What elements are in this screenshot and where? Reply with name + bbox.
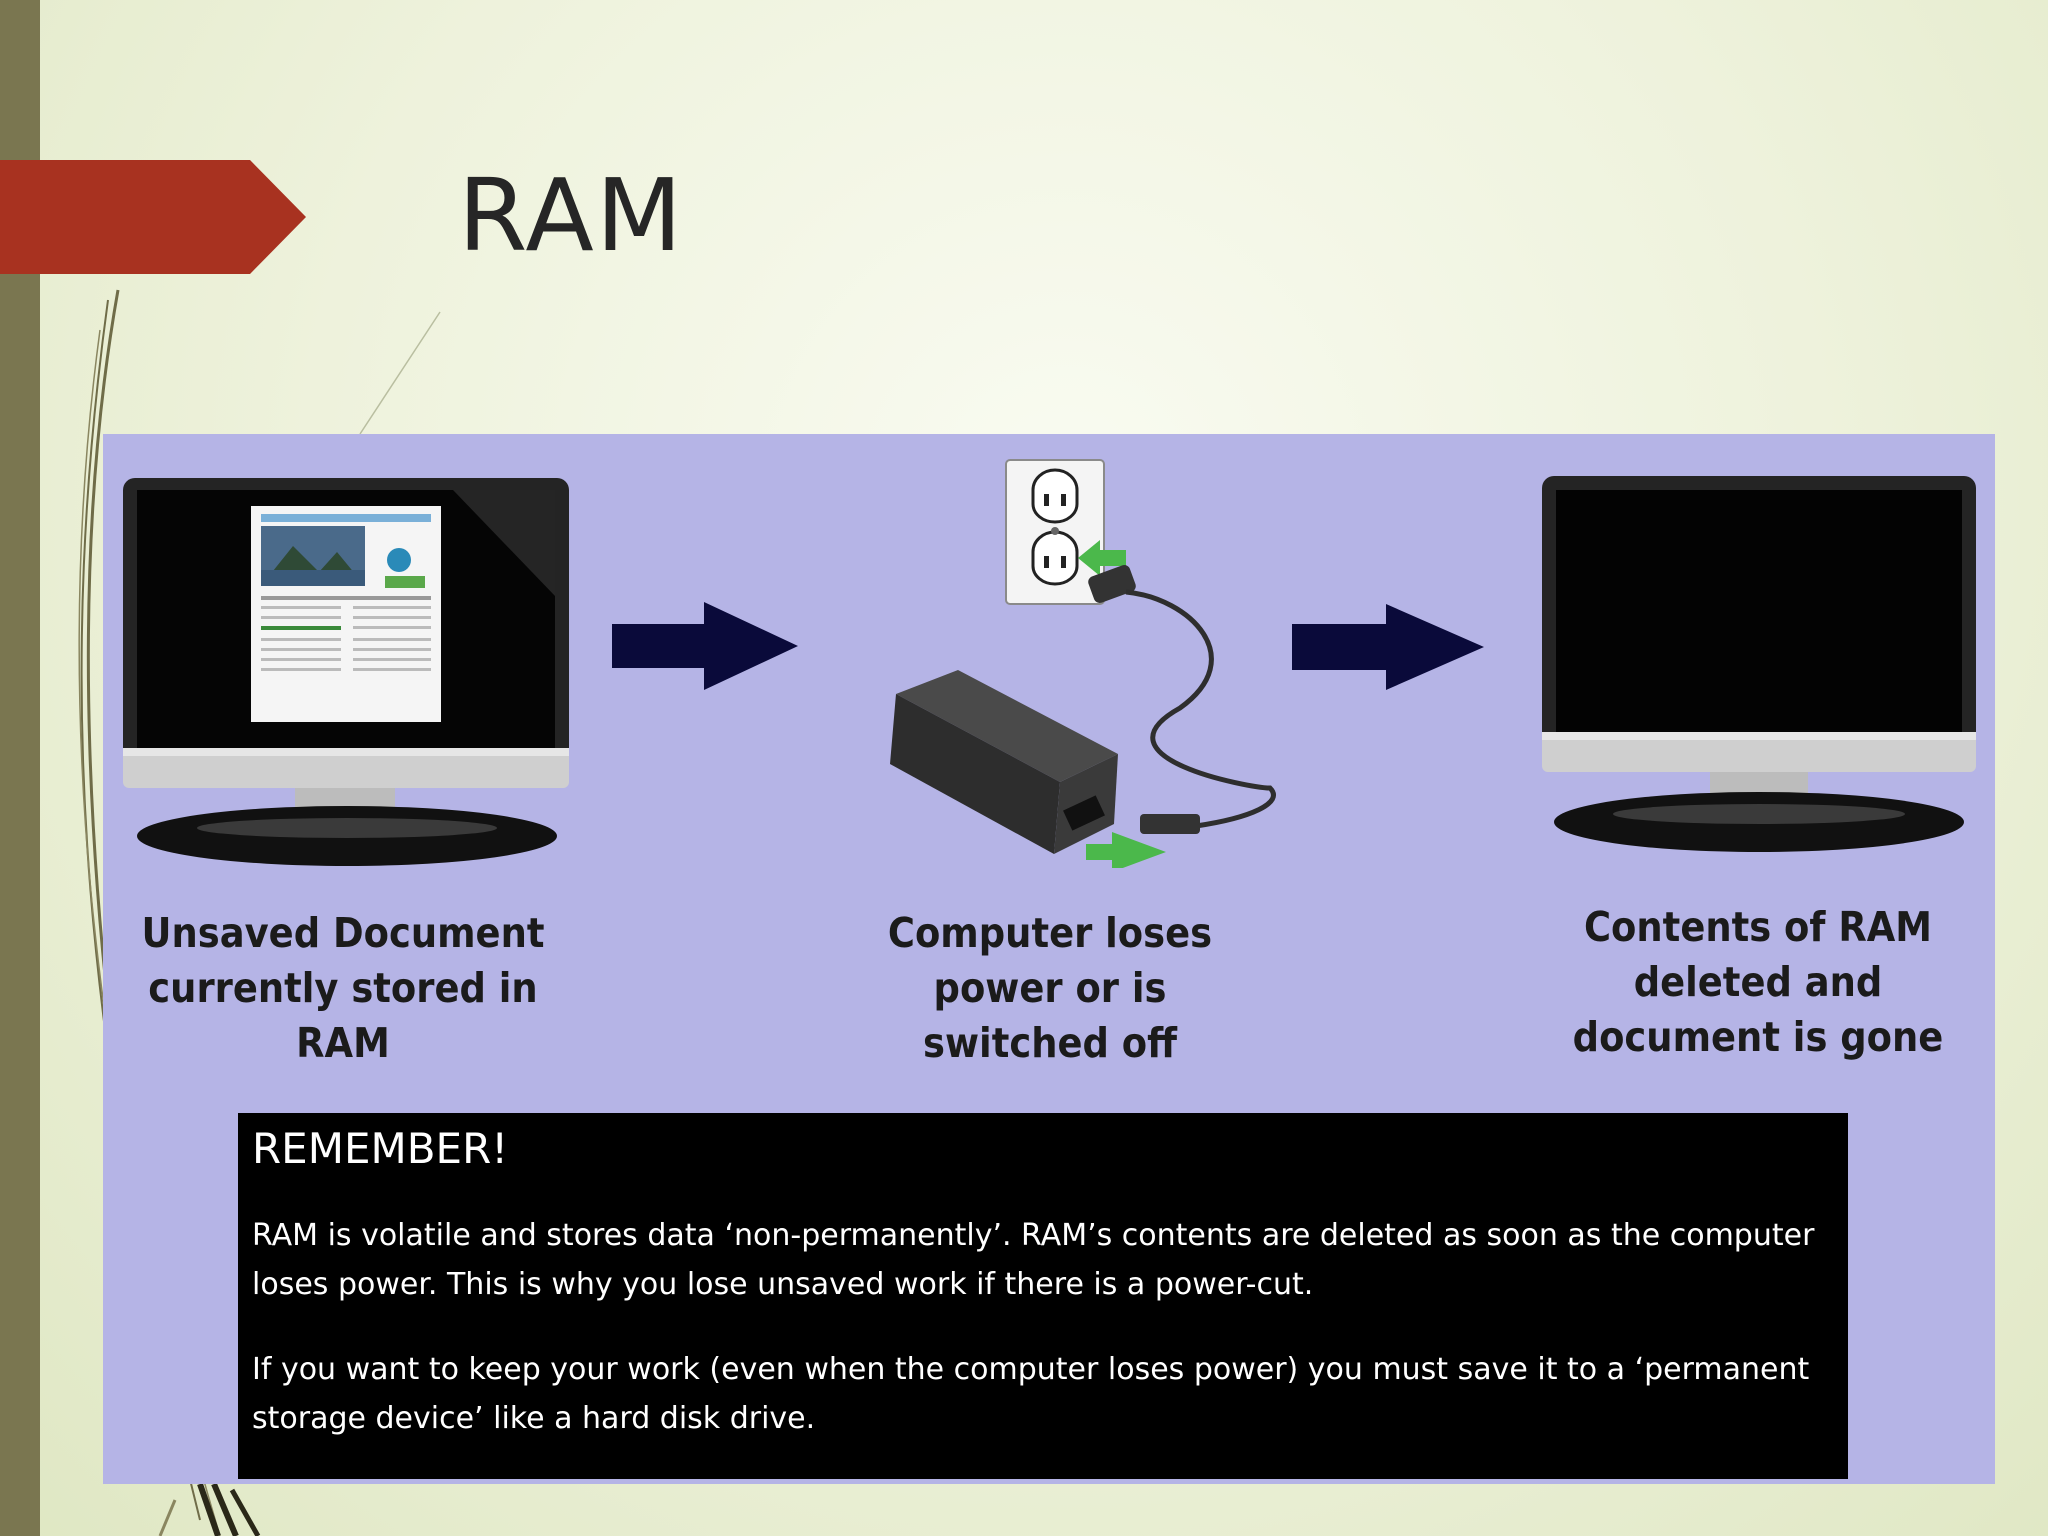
remember-heading: REMEMBER! bbox=[252, 1124, 509, 1173]
slide-title: RAM bbox=[458, 157, 685, 274]
monitor-with-document-icon bbox=[123, 476, 573, 868]
remember-paragraph-volatile: RAM is volatile and stores data ‘non-per… bbox=[252, 1218, 1815, 1302]
caption-unsaved-document: Unsaved Document currently stored in RAM bbox=[141, 909, 545, 1067]
caption-power-loss: Computer loses power or is switched off bbox=[887, 909, 1213, 1067]
caption-contents-deleted: Contents of RAM deleted and document is … bbox=[1572, 903, 1944, 1061]
title-arrow-marker bbox=[0, 160, 306, 274]
blank-monitor-icon bbox=[1542, 476, 1976, 856]
remember-box: REMEMBER! RAM is volatile and stores dat… bbox=[238, 1113, 1848, 1479]
right-arrow-icon bbox=[612, 602, 798, 695]
power-adapter-and-wall-outlet-icon bbox=[890, 458, 1282, 868]
right-arrow-icon bbox=[1292, 604, 1484, 695]
remember-paragraph-save: If you want to keep your work (even when… bbox=[252, 1352, 1810, 1436]
